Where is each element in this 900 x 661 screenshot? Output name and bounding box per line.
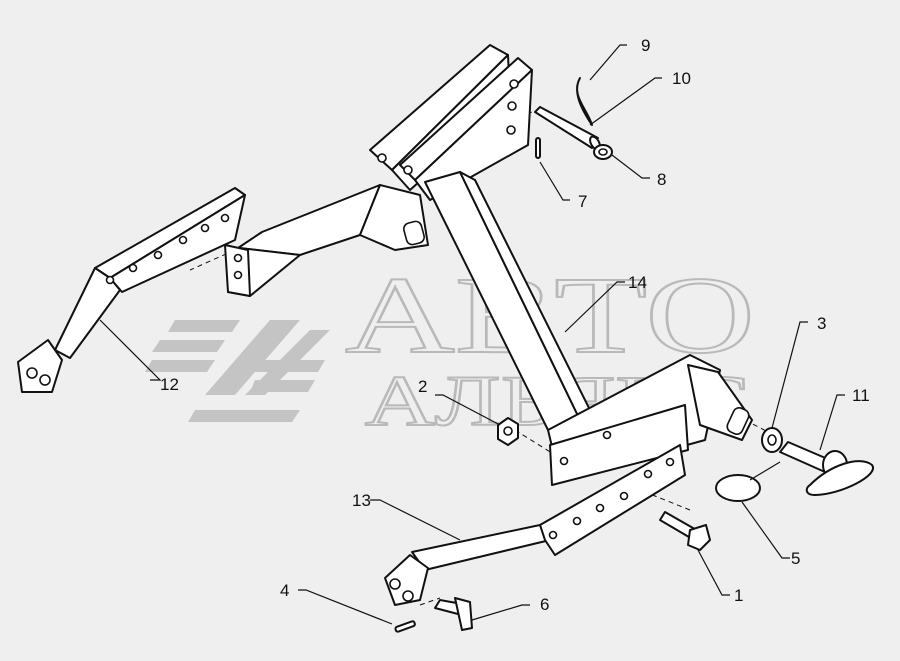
part-2-nut: [497, 417, 519, 446]
part-11-lynch-pin: [779, 441, 875, 496]
part-6-pin: [434, 597, 473, 631]
callout-12: 12: [160, 375, 179, 394]
callout-1: 1: [734, 586, 743, 605]
watermark-emblem: [145, 320, 330, 422]
callout-8: 8: [657, 170, 666, 189]
part-12-lower-link: [17, 187, 246, 393]
callout-13: 13: [352, 491, 371, 510]
callout-labels: 9 10 8 7 14 3 11 5 1 6 4 2 13 12: [160, 36, 870, 614]
callout-2: 2: [418, 377, 427, 396]
callout-3: 3: [817, 314, 826, 333]
callout-10: 10: [672, 69, 691, 88]
callout-14: 14: [628, 273, 647, 292]
part-3-washer: [761, 427, 783, 453]
part-14-frame: [224, 44, 753, 486]
callout-5: 5: [791, 549, 800, 568]
leader-lines: [99, 44, 845, 625]
part-7-roll-pin: [535, 137, 541, 159]
callout-11: 11: [852, 386, 870, 405]
part-10-pin: [534, 106, 601, 151]
callout-9: 9: [641, 36, 650, 55]
part-13-lower-link: [384, 444, 686, 606]
part-4-roll-pin: [394, 620, 416, 633]
part-8-washer: [593, 144, 613, 160]
callout-6: 6: [540, 595, 549, 614]
callout-7: 7: [578, 192, 587, 211]
part-5-ring: [715, 461, 781, 502]
part-9-clip: [576, 77, 593, 126]
callout-4: 4: [280, 581, 289, 600]
part-1-bolt: [659, 511, 711, 551]
